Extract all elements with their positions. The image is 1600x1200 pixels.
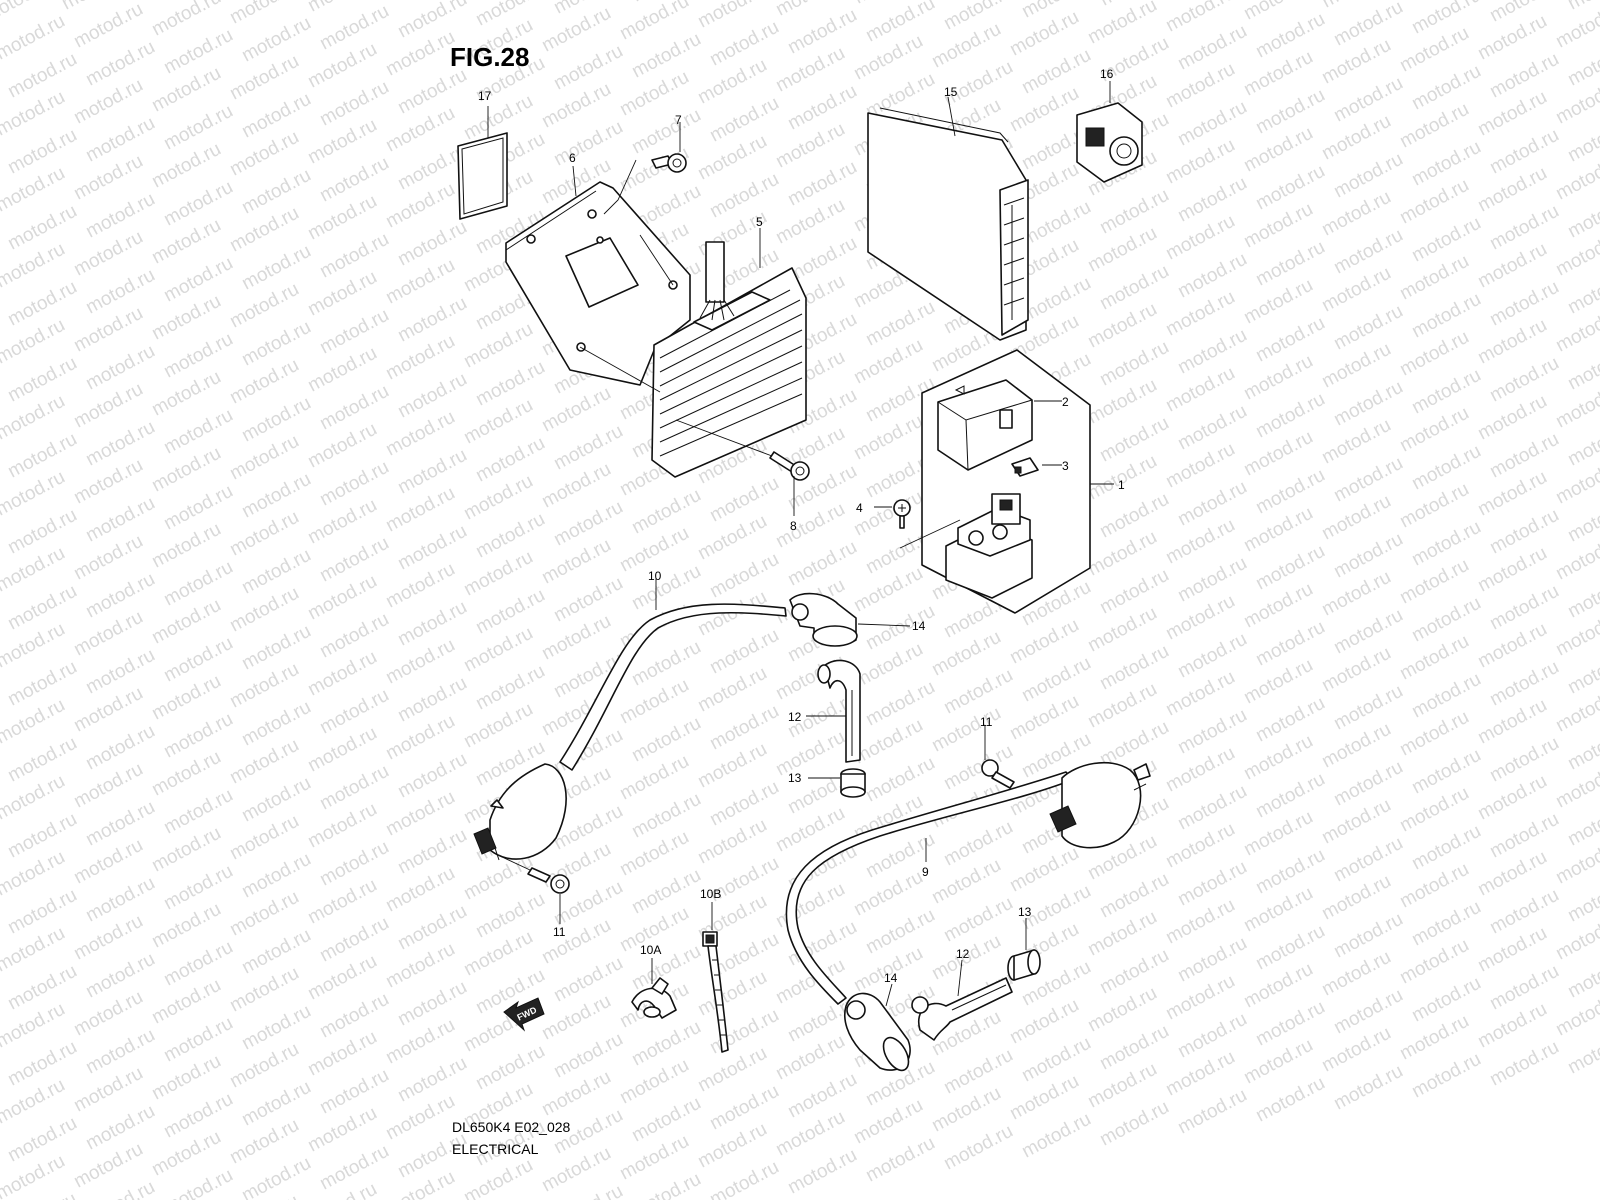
callout-1: 1	[1118, 478, 1125, 492]
part-14-plug-cap-2	[844, 992, 911, 1072]
watermark-text: motod.ru	[0, 669, 3, 723]
watermark-text: motod.ru	[0, 61, 3, 115]
fwd-arrow-icon: FWD	[503, 997, 545, 1032]
part-10b-cable-tie	[702, 931, 729, 1053]
watermark-text: motod.ru	[0, 973, 3, 1027]
watermark-text: motod.ru	[0, 1049, 3, 1103]
part-4-screw	[893, 499, 911, 529]
watermark-text: motod.ru	[0, 441, 3, 495]
watermark-text: motod.ru	[0, 745, 3, 799]
watermark-text: motod.ru	[0, 137, 3, 191]
watermark-text: motod.ru	[0, 213, 3, 267]
callout-6: 6	[569, 151, 576, 165]
callout-13-lower: 13	[1018, 905, 1032, 919]
watermark-text: motod.ru	[0, 593, 3, 647]
callout-14-lower: 14	[884, 971, 898, 985]
callout-15: 15	[944, 85, 958, 99]
section-name: ELECTRICAL	[452, 1141, 539, 1157]
callout-13-upper: 13	[788, 771, 802, 785]
part-9-ignition-coil-2	[785, 761, 1151, 1005]
part-13-seal-2	[1007, 949, 1041, 981]
callout-16: 16	[1100, 67, 1114, 81]
callout-5: 5	[756, 215, 763, 229]
watermark-text: motod.ru	[0, 365, 3, 419]
part-2-relay-cover	[937, 379, 1033, 471]
part-11-bolt-right	[981, 759, 1015, 789]
callout-7: 7	[675, 113, 682, 127]
starter-relay-body	[899, 493, 1033, 599]
callout-9: 9	[922, 865, 929, 879]
part-10a-clamp	[631, 977, 677, 1019]
watermark-text: motod.ru	[0, 1125, 3, 1179]
part-10-ignition-coil-1	[473, 603, 787, 861]
callout-11-right: 11	[980, 715, 993, 729]
part-15-ecm	[867, 107, 1029, 341]
model-code: DL650K4 E02_028	[452, 1119, 571, 1135]
callout-8: 8	[790, 519, 797, 533]
part-3-fuse	[1011, 457, 1039, 477]
watermark-text: motod.ru	[0, 821, 3, 875]
part-5-regulator-rectifier	[579, 234, 807, 478]
callout-2: 2	[1062, 395, 1069, 409]
callout-4: 4	[856, 501, 863, 515]
leader-lines	[487, 81, 1114, 1007]
callout-10: 10	[648, 569, 662, 583]
callout-12-lower: 12	[956, 947, 970, 961]
callouts: 17 6 7 5 15 16 2 3 1 4 8 10 14 12 13 11 …	[478, 67, 1125, 985]
part-12-cover-1	[817, 659, 861, 763]
callout-10a: 10A	[640, 943, 661, 957]
callout-3: 3	[1062, 459, 1069, 473]
watermark-text: motod.ru	[0, 517, 3, 571]
part-12-cover-2	[911, 977, 1013, 1041]
part-11-bolt-left	[499, 855, 570, 894]
part-17-label-sticker	[457, 132, 508, 220]
callout-11-left: 11	[553, 925, 566, 939]
part-8-bolt	[675, 419, 810, 481]
part-16-connector	[1076, 102, 1143, 183]
part-13-seal-1	[840, 768, 866, 798]
part-14-plug-cap-1	[789, 592, 858, 647]
callout-14-upper: 14	[912, 619, 926, 633]
watermark-text: motod.ru	[0, 897, 3, 951]
callout-12-upper: 12	[788, 710, 802, 724]
callout-10b: 10B	[700, 887, 721, 901]
callout-17: 17	[478, 89, 492, 103]
part-7-bolt	[651, 153, 687, 173]
watermark-text: motod.ru	[0, 289, 3, 343]
figure-title: FIG.28	[450, 42, 529, 72]
